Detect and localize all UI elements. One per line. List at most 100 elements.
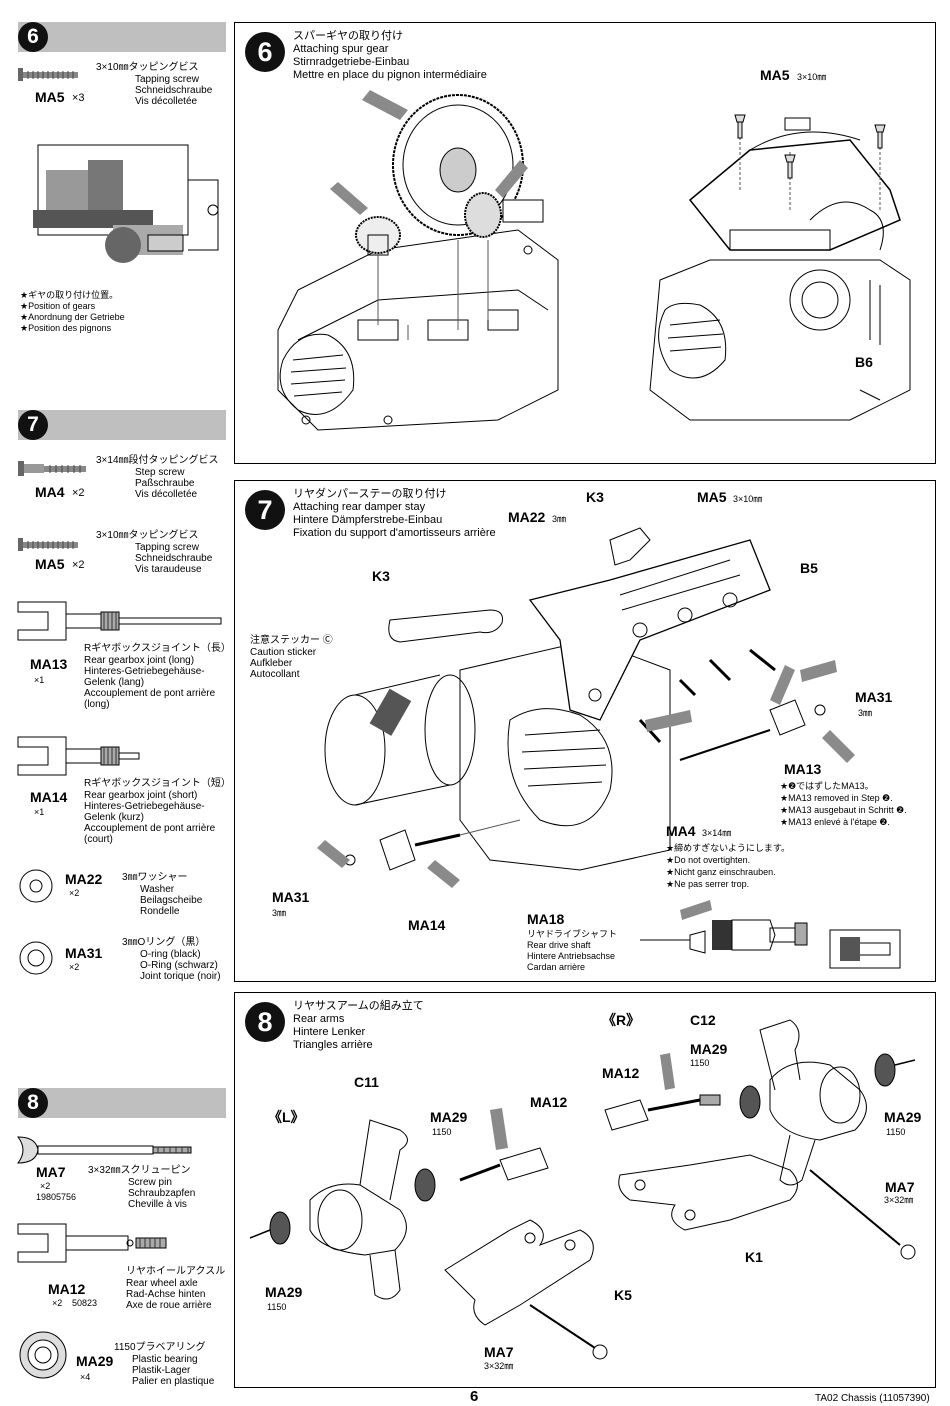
sidebar-note-line-1: ★ギヤの取り付け位置。 bbox=[20, 290, 119, 300]
panel7-ma13-note-2: ★MA13 removed in Step ❷. bbox=[780, 793, 893, 803]
sidebar-ma12-line-3: Rad-Achse hinten bbox=[126, 1289, 206, 1300]
panel7-ma31a: MA31 bbox=[855, 689, 893, 705]
panel7-k3a: K3 bbox=[586, 489, 604, 505]
sidebar-step6-fr: Vis décolletée bbox=[135, 96, 198, 107]
sidebar-ma12-line-2: Rear wheel axle bbox=[126, 1278, 198, 1289]
washer-icon bbox=[19, 869, 53, 903]
panel6-title-en: Attaching spur gear bbox=[293, 43, 389, 55]
panel7-ma13-note-4: ★MA13 enlevé à l'étape ❷. bbox=[780, 817, 890, 827]
panel7-ma18: MA18 bbox=[527, 911, 565, 927]
sidebar-ma4-jp: 3×14㎜段付タッピングビス bbox=[96, 455, 219, 466]
sidebar-step7-bar bbox=[18, 410, 226, 440]
sidebar-ma5-jp: 3×10㎜タッピングビス bbox=[96, 530, 199, 541]
gear-position-diagram bbox=[18, 125, 228, 285]
sidebar-step7-number: 7 bbox=[18, 410, 48, 440]
panel6-number: 6 bbox=[245, 32, 285, 72]
gearbox-joint-long-icon bbox=[17, 601, 222, 641]
panel7-ma18-line-4: Cardan arrière bbox=[527, 962, 586, 972]
panel8-k5: K5 bbox=[614, 1287, 632, 1303]
sidebar-ma31-code: MA31 bbox=[65, 945, 103, 961]
sidebar-ma14-line-5: Accouplement de pont arrière bbox=[84, 823, 216, 834]
sidebar-step6-bar bbox=[18, 22, 226, 52]
sidebar-ma5-de: Schneidschraube bbox=[135, 553, 213, 564]
sidebar-step6-de: Schneidschraube bbox=[135, 85, 213, 96]
sidebar-ma22-line-1: 3㎜ワッシャー bbox=[122, 872, 188, 883]
sidebar-ma22-line-4: Rondelle bbox=[140, 906, 180, 917]
panel7-ma13-note-1: ★❷ではずしたMA13。 bbox=[780, 781, 874, 791]
panel7-ma5-size: 3×10㎜ bbox=[733, 494, 763, 504]
right-rear-arm-diagram bbox=[604, 1019, 916, 1260]
panel8-ma7-right: MA7 bbox=[885, 1179, 915, 1195]
panel7-ma18-line-3: Hintere Antriebsachse bbox=[527, 951, 616, 961]
sidebar-ma12-line-1: リヤホイールアクスル bbox=[126, 1266, 226, 1277]
panel7-sticker-line-2: Caution sticker bbox=[250, 647, 317, 658]
panel8-title-de: Hintere Lenker bbox=[293, 1026, 366, 1038]
rear-drive-shaft-diagram bbox=[640, 900, 901, 969]
sidebar-ma22-qty: ×2 bbox=[69, 888, 80, 898]
sidebar-step6-jp: 3×10㎜タッピングビス bbox=[96, 62, 199, 73]
sidebar-ma31-line-1: 3㎜Oリング（黒） bbox=[122, 937, 206, 948]
panel7-ma22-size: 3㎜ bbox=[552, 514, 567, 524]
sidebar-ma13-line-5: Accouplement de pont arrière bbox=[84, 688, 216, 699]
panel8-number: 8 bbox=[245, 1002, 285, 1042]
panel7-ma5: MA5 bbox=[697, 489, 727, 505]
panel6-ma5-label: MA5 bbox=[760, 67, 790, 83]
sidebar-step6-number: 6 bbox=[18, 22, 48, 52]
panel7-title-jp: リヤダンパーステーの取り付け bbox=[293, 488, 447, 500]
panel8-ma29-right-n: 1150 bbox=[886, 1127, 906, 1137]
sidebar-ma22-line-2: Washer bbox=[140, 884, 175, 895]
panel8-ma29-right: MA29 bbox=[884, 1109, 922, 1125]
panel7-ma31b-size: 3㎜ bbox=[272, 908, 287, 918]
panel7-title-fr: Fixation du support d'amortisseurs arriè… bbox=[293, 527, 496, 539]
panel7-ma22: MA22 bbox=[508, 509, 546, 525]
sidebar-ma7-line-2: Screw pin bbox=[128, 1177, 172, 1188]
sidebar-note-line-4: ★Position des pignons bbox=[20, 323, 112, 333]
panel7-sticker-line-1: 注意ステッカー Ⓒ bbox=[250, 635, 333, 646]
sidebar-step6-qty: ×3 bbox=[72, 92, 85, 104]
panel7-title-en: Attaching rear damper stay bbox=[293, 501, 426, 513]
sidebar-ma13-line-1: Rギヤボックスジョイント（長） bbox=[84, 643, 231, 654]
panel8-ma7-left-size: 3×32㎜ bbox=[484, 1361, 514, 1371]
sidebar-ma14-line-4: Gelenk (kurz) bbox=[84, 812, 145, 823]
panel8-title-fr: Triangles arrière bbox=[293, 1039, 373, 1051]
panel7-ma4: MA4 bbox=[666, 823, 696, 839]
panel7-ma4-size: 3×14㎜ bbox=[702, 828, 732, 838]
panel7-tighten-4: ★Ne pas serrer trop. bbox=[666, 879, 750, 889]
panel8-ma7-right-size: 3×32㎜ bbox=[884, 1195, 914, 1205]
panel8-ma12-right: MA12 bbox=[602, 1065, 640, 1081]
sidebar-ma14-qty: ×1 bbox=[34, 807, 45, 817]
sidebar-note-line-3: ★Anordnung der Getriebe bbox=[20, 312, 125, 322]
panel7-tighten-3: ★Nicht ganz einschrauben. bbox=[666, 867, 776, 877]
sidebar-ma12-line-4: Axe de roue arrière bbox=[126, 1300, 212, 1311]
panel8-ma29-top-n: 1150 bbox=[690, 1058, 710, 1068]
sidebar-ma4-en: Step screw bbox=[135, 467, 185, 478]
sidebar-ma29-code: MA29 bbox=[76, 1353, 114, 1369]
panel7-ma13-note-3: ★MA13 ausgebaut in Schritt ❷. bbox=[780, 805, 907, 815]
panel8-ma29-left-n: 1150 bbox=[432, 1127, 452, 1137]
gear-cover-diagram bbox=[649, 114, 911, 421]
sidebar-ma7-code: MA7 bbox=[36, 1164, 66, 1180]
panel7-ma31b: MA31 bbox=[272, 889, 310, 905]
sidebar-ma29-line-1: 1150プラベアリング bbox=[114, 1342, 206, 1353]
panel7-sticker-line-3: Aufkleber bbox=[250, 658, 293, 669]
sidebar-ma12-qty: ×2 bbox=[52, 1298, 63, 1308]
sidebar-ma29-line-2: Plastic bearing bbox=[132, 1354, 198, 1365]
panel8-left-tag: 《L》 bbox=[268, 1109, 305, 1125]
sidebar-ma7-extra: 19805756 bbox=[36, 1192, 77, 1202]
gearbox-joint-short-icon bbox=[17, 736, 140, 776]
sidebar-ma22-line-3: Beilagscheibe bbox=[140, 895, 203, 906]
panel8-ma29-bottom-n: 1150 bbox=[267, 1302, 287, 1312]
sidebar-ma5-qty: ×2 bbox=[72, 559, 85, 571]
panel7-sticker-line-4: Autocollant bbox=[250, 669, 300, 680]
sidebar-ma13-qty: ×1 bbox=[34, 675, 45, 685]
panel7-ma13: MA13 bbox=[784, 761, 822, 777]
panel8-c12: C12 bbox=[690, 1012, 716, 1028]
sidebar-ma29-qty: ×4 bbox=[80, 1372, 91, 1382]
sidebar-ma31-line-4: Joint torique (noir) bbox=[140, 971, 221, 982]
panel6-title-de: Stirnradgetriebe-Einbau bbox=[293, 56, 410, 68]
panel8-ma29-top: MA29 bbox=[690, 1041, 728, 1057]
panel-step8 bbox=[234, 992, 936, 1388]
panel7-number: 7 bbox=[245, 490, 285, 530]
panel7-ma31a-size: 3㎜ bbox=[858, 708, 873, 718]
panel6-b6-label: B6 bbox=[855, 354, 873, 370]
